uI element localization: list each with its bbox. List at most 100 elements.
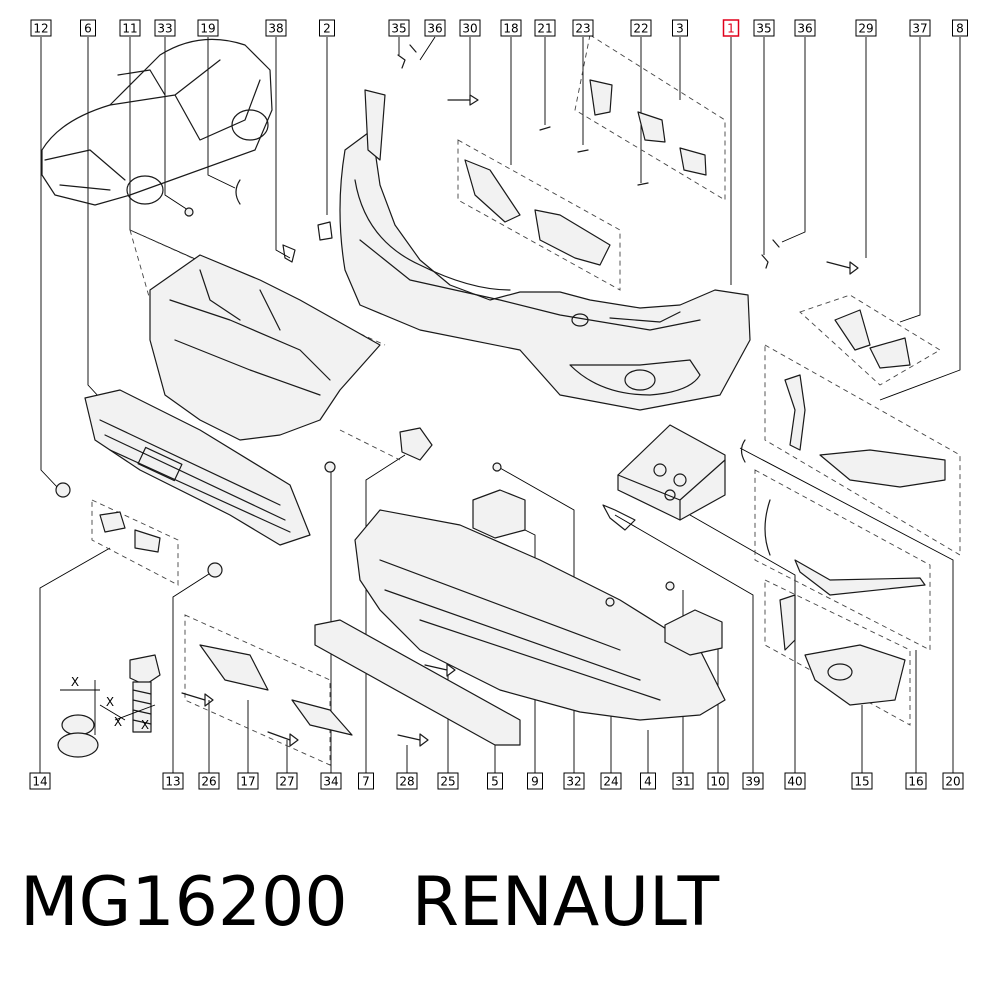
- callout-36: 36: [794, 19, 816, 37]
- callout-box: [672, 772, 694, 790]
- callout-box: [909, 19, 931, 37]
- callout-35: 35: [753, 19, 775, 37]
- callout-5: 5: [487, 772, 503, 790]
- callout-box: [459, 19, 481, 37]
- callout-18: 18: [500, 19, 522, 37]
- callout-box: [707, 772, 729, 790]
- callout-7: 7: [358, 772, 374, 790]
- fastener-kit-box: [617, 424, 726, 521]
- callout-number: 29: [858, 22, 873, 36]
- callout-box: [952, 19, 968, 37]
- callout-box: [794, 19, 816, 37]
- callout-38: 38: [265, 19, 287, 37]
- callout-6: 6: [80, 19, 96, 37]
- callout-8: 8: [952, 19, 968, 37]
- callout-number: 36: [797, 22, 812, 36]
- callout-box: [237, 772, 259, 790]
- callout-17: 17: [237, 772, 259, 790]
- caption: MG16200 RENAULT: [20, 858, 719, 948]
- small-components: [55, 44, 859, 747]
- callout-number: 36: [427, 22, 442, 36]
- callout-number: 33: [157, 22, 172, 36]
- callout-number: 28: [399, 775, 414, 789]
- callout-box: [563, 772, 585, 790]
- callout-28: 28: [396, 772, 418, 790]
- callout-box: [722, 19, 740, 37]
- callout-number: 18: [503, 22, 518, 36]
- callout-27: 27: [276, 772, 298, 790]
- callout-number: 40: [787, 775, 802, 789]
- callout-box: [154, 19, 176, 37]
- callout-number: 17: [240, 775, 255, 789]
- axis-mark: X: [114, 715, 122, 729]
- callout-3: 3: [672, 19, 688, 37]
- callout-40: 40: [784, 772, 806, 790]
- axis-mark: X: [71, 675, 79, 689]
- callout-box: [742, 772, 764, 790]
- callout-number: 30: [462, 22, 477, 36]
- callout-9: 9: [527, 772, 543, 790]
- callout-box: [265, 19, 287, 37]
- callout-32: 32: [563, 772, 585, 790]
- callout-box: [437, 772, 459, 790]
- callout-number: 38: [268, 22, 283, 36]
- callout-2: 2: [319, 19, 335, 37]
- callout-box: [672, 19, 688, 37]
- callout-number: 39: [745, 775, 760, 789]
- callout-24: 24: [600, 772, 622, 790]
- callout-number: 12: [33, 22, 48, 36]
- brand-name: RENAULT: [411, 863, 720, 942]
- leader-lines: [39, 36, 961, 773]
- axis-marks: X X X X: [71, 675, 149, 732]
- axis-mark: X: [141, 718, 149, 732]
- callout-23: 23: [572, 19, 594, 37]
- callout-number: 24: [603, 775, 618, 789]
- callout-box: [80, 19, 96, 37]
- callout-36: 36: [424, 19, 446, 37]
- callout-22: 22: [630, 19, 652, 37]
- callout-box: [388, 19, 410, 37]
- axis-mark: X: [106, 695, 114, 709]
- callout-15: 15: [851, 772, 873, 790]
- bumper-brackets: [364, 79, 707, 266]
- callout-number: 32: [566, 775, 581, 789]
- callout-box: [396, 772, 418, 790]
- callout-box: [630, 19, 652, 37]
- front-frame: [149, 254, 381, 441]
- callout-14: 14: [29, 772, 51, 790]
- callout-number: 13: [165, 775, 180, 789]
- callout-box: [905, 772, 927, 790]
- callout-box: [527, 772, 543, 790]
- callout-number: 35: [756, 22, 771, 36]
- callout-box: [753, 19, 775, 37]
- callout-box: [487, 772, 503, 790]
- bolt-nut-detail: [57, 654, 161, 758]
- callout-25: 25: [437, 772, 459, 790]
- callout-number: 19: [200, 22, 215, 36]
- callout-19: 19: [197, 19, 219, 37]
- callout-box: [276, 772, 298, 790]
- callout-10: 10: [707, 772, 729, 790]
- callout-number: 34: [323, 775, 338, 789]
- callout-number: 14: [32, 775, 47, 789]
- callout-number: 23: [575, 22, 590, 36]
- callout-34: 34: [320, 772, 342, 790]
- callout-number: 31: [675, 775, 690, 789]
- vehicle-thumbnail: [41, 38, 273, 206]
- callout-number: 26: [201, 775, 216, 789]
- callout-26: 26: [198, 772, 220, 790]
- callout-box: [784, 772, 806, 790]
- callout-29: 29: [855, 19, 877, 37]
- callout-box: [319, 19, 335, 37]
- part-number: MG16200: [20, 863, 348, 942]
- callout-box: [500, 19, 522, 37]
- callout-box: [358, 772, 374, 790]
- callout-box: [119, 19, 141, 37]
- callout-11: 11: [119, 19, 141, 37]
- callout-4: 4: [640, 772, 656, 790]
- callout-number: 5: [491, 775, 499, 789]
- callout-12: 12: [30, 19, 52, 37]
- callout-16: 16: [905, 772, 927, 790]
- callout-number: 3: [676, 22, 684, 36]
